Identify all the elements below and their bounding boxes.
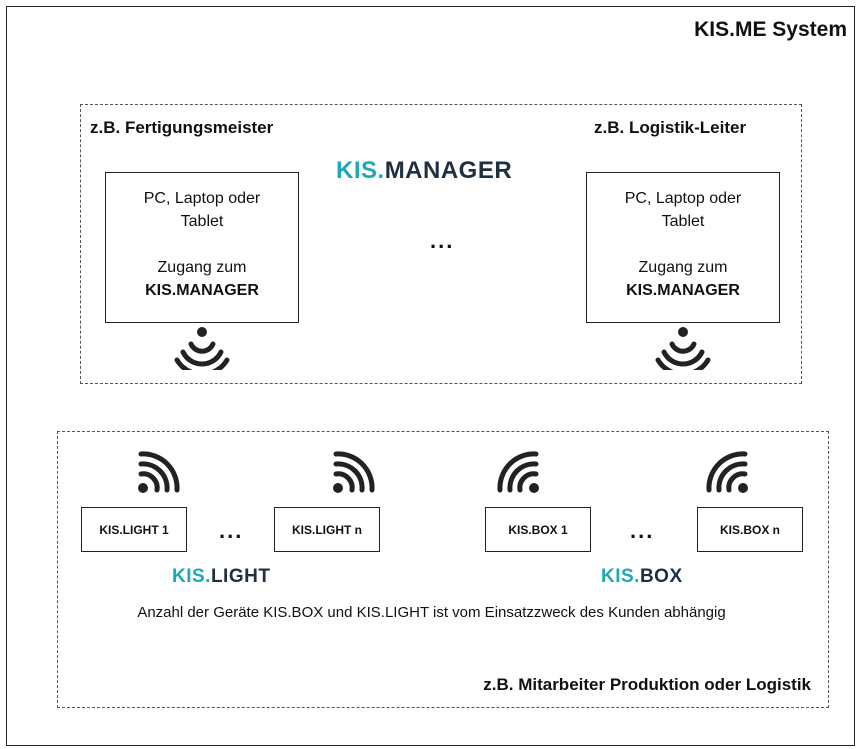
device-count-note: Anzahl der Geräte KIS.BOX und KIS.LIGHT …: [137, 604, 726, 621]
wifi-up-icon: [174, 327, 230, 370]
device-box: KIS.LIGHT n: [274, 507, 380, 552]
ellipsis: ...: [630, 518, 655, 543]
manager-access-box-left: PC, Laptop oder Tablet Zugang zum KIS.MA…: [105, 172, 299, 323]
group-label-left: z.B. Fertigungsmeister: [90, 118, 274, 137]
box-line: Tablet: [661, 213, 705, 230]
manager-access-box-right: PC, Laptop oder Tablet Zugang zum KIS.MA…: [586, 172, 780, 323]
device-group-label: z.B. Mitarbeiter Produktion oder Logisti…: [483, 675, 811, 694]
brand-suffix: BOX: [639, 566, 683, 587]
wifi-left-icon: [497, 451, 539, 493]
ellipsis: ...: [430, 228, 455, 253]
box-line: PC, Laptop oder: [624, 190, 742, 207]
device-box: KIS.BOX 1: [485, 507, 591, 552]
kis-manager-logo: KIS.MANAGER: [336, 157, 512, 185]
box-line-bold: KIS.MANAGER: [626, 282, 740, 299]
brand-suffix: LIGHT: [210, 566, 271, 587]
wifi-up-icon: [655, 327, 711, 370]
kis-box-logo: KIS.BOX: [601, 566, 683, 588]
brand-prefix: KIS.: [172, 566, 211, 587]
manager-group: [80, 104, 802, 384]
ellipsis: ...: [219, 518, 244, 543]
group-label-right: z.B. Logistik-Leiter: [594, 118, 747, 137]
device-group: [57, 431, 829, 708]
brand-prefix: KIS.: [336, 157, 385, 184]
box-line: Zugang zum: [638, 259, 728, 276]
brand-prefix: KIS.: [601, 566, 640, 587]
box-line: Tablet: [180, 213, 224, 230]
wifi-right-icon: [138, 451, 180, 493]
system-frame: [6, 6, 855, 746]
box-line: Zugang zum: [157, 259, 247, 276]
system-title: KIS.ME System: [694, 18, 847, 41]
device-box: KIS.BOX n: [697, 507, 803, 552]
wifi-left-icon: [706, 451, 748, 493]
device-box: KIS.LIGHT 1: [81, 507, 187, 552]
box-line: PC, Laptop oder: [143, 190, 261, 207]
box-line-bold: KIS.MANAGER: [145, 282, 259, 299]
kis-light-logo: KIS.LIGHT: [172, 566, 270, 588]
wifi-right-icon: [333, 451, 375, 493]
brand-suffix: MANAGER: [384, 157, 513, 184]
